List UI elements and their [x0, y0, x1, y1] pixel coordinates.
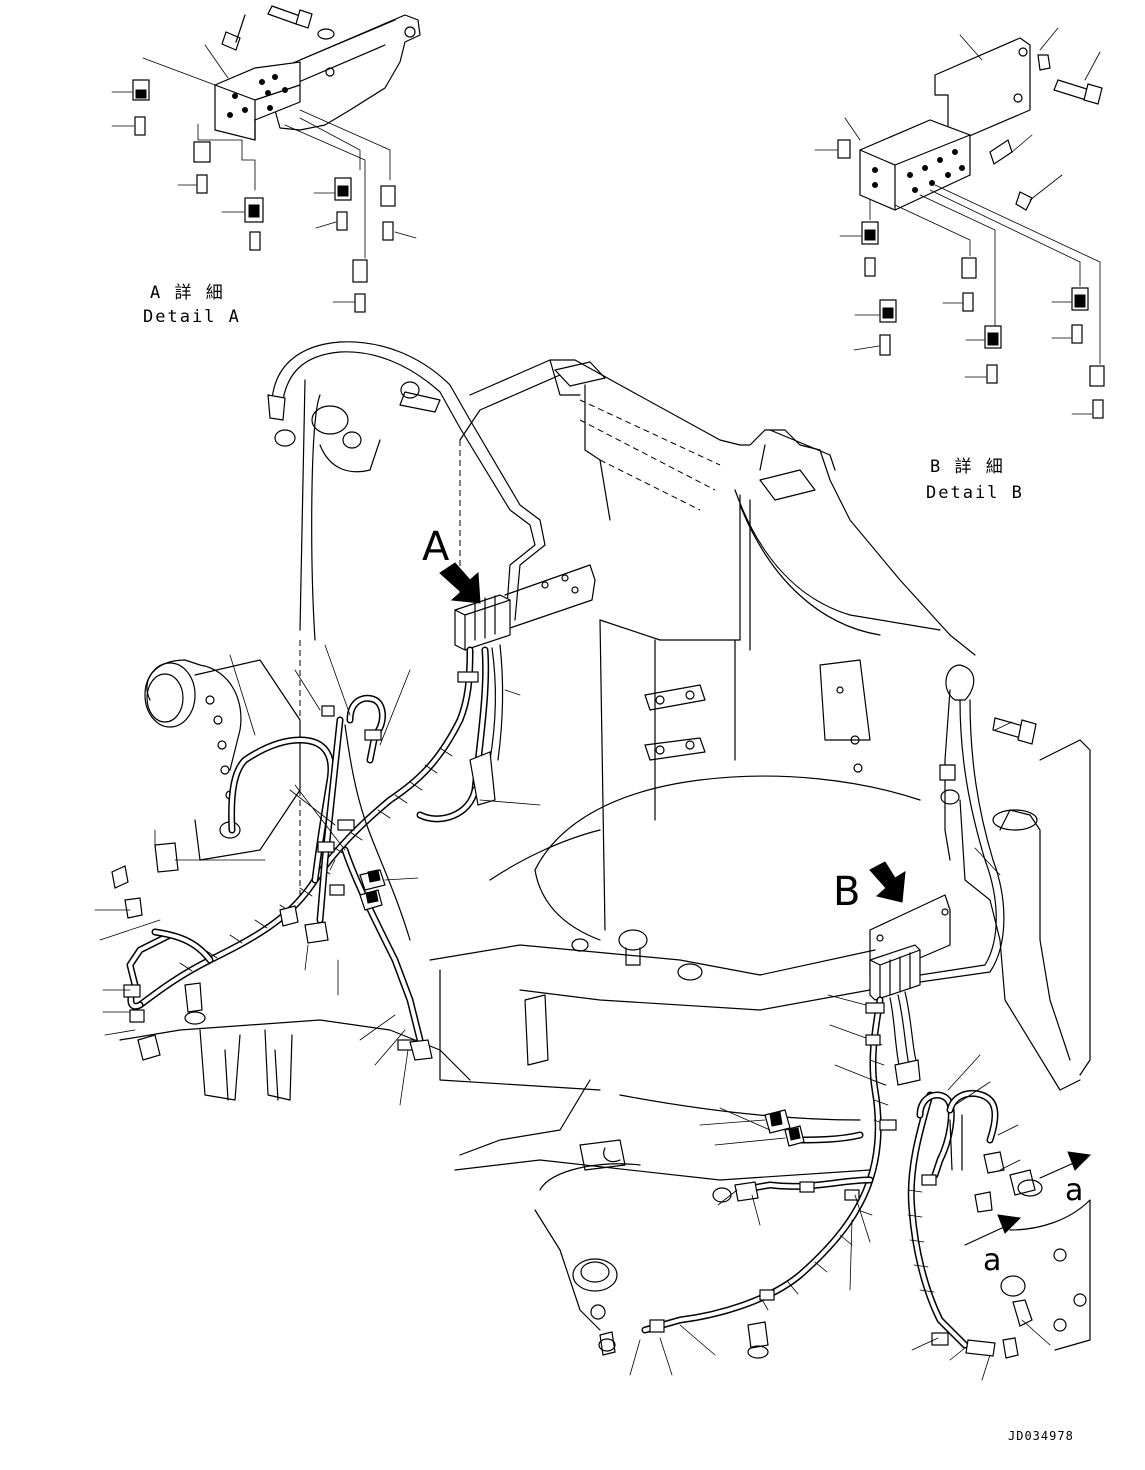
- detail-a-group: A 詳 細 Detail A: [111, 5, 421, 327]
- connector-a: [454, 594, 511, 651]
- harness-left: [94, 564, 596, 1106]
- detail-b-title-en: Detail B: [926, 483, 1024, 503]
- detail-a-title-jp: A 詳 細: [150, 283, 225, 303]
- callout-b-label: B: [833, 869, 860, 915]
- detail-b-title-jp: B 詳 細: [930, 457, 1005, 477]
- drawing-number: JD034978: [1008, 1429, 1074, 1443]
- detail-b-group: B 詳 細 Detail B: [814, 27, 1105, 503]
- detail-b-block: [859, 119, 971, 211]
- detail-a-title-en: Detail A: [143, 307, 241, 327]
- arrow-a-lower-label: a: [983, 1243, 1001, 1278]
- callout-a: A: [422, 524, 481, 604]
- callout-b: B: [833, 861, 906, 915]
- harness-right: [598, 721, 1051, 1381]
- detail-b-bracket: [934, 37, 1031, 141]
- arrow-a-upper: a: [1039, 1151, 1092, 1208]
- callout-a-label: A: [422, 524, 450, 570]
- arrow-a-lower: a: [964, 1214, 1022, 1278]
- detail-a-fittings: [111, 79, 417, 313]
- detail-a-block: [214, 61, 301, 141]
- connector-b: [869, 944, 921, 1001]
- detail-a-bracket: [264, 14, 421, 131]
- detail-b-fittings: [814, 139, 1105, 419]
- arrow-a-upper-label: a: [1065, 1173, 1083, 1208]
